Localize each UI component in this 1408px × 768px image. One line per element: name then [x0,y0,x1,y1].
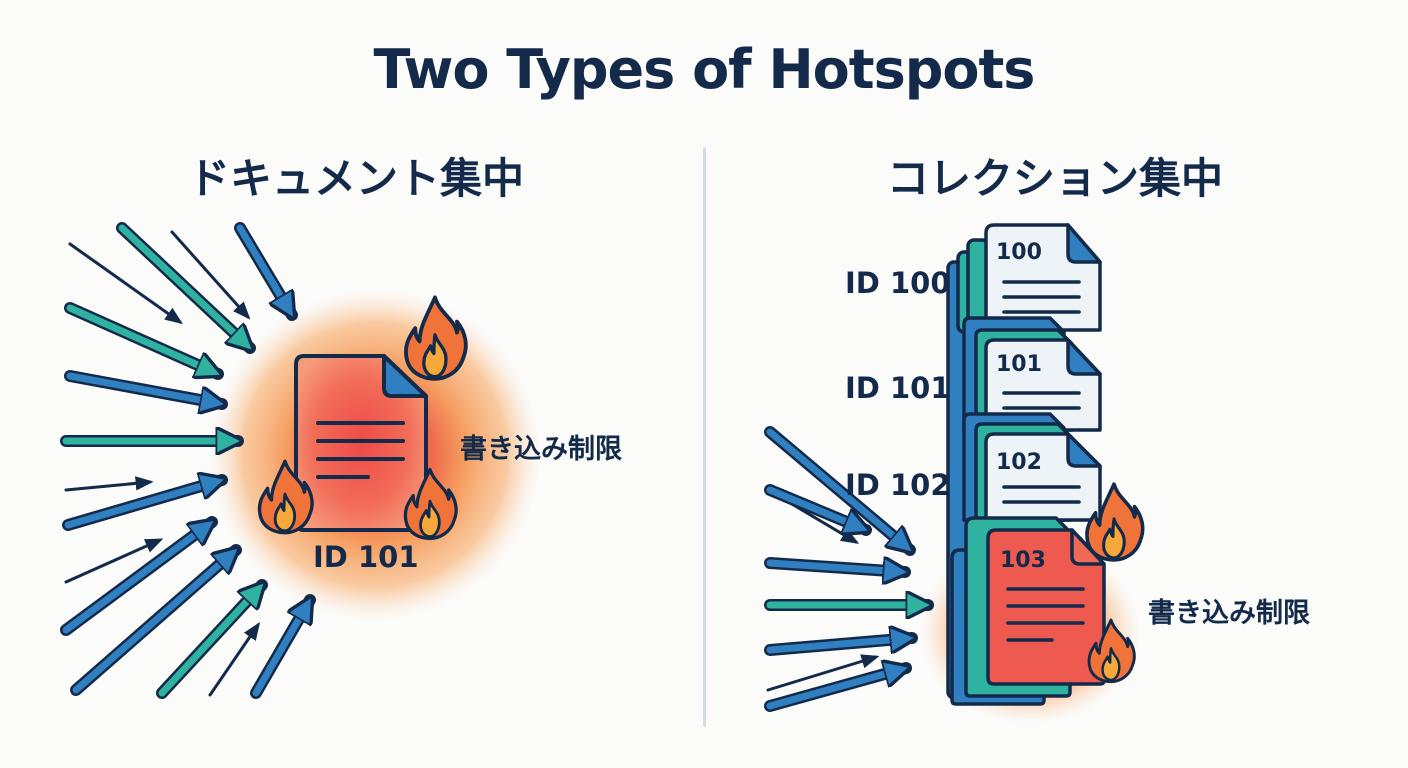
panel-divider [703,147,706,727]
document-101-icon [962,316,1102,432]
left-arrows [60,222,316,699]
right-write-limit-label: 書き込み制限 [1148,598,1310,629]
right-panel-heading: コレクション集中 [886,154,1223,203]
right-arrows [764,426,934,712]
page-title: Two Types of Hotspots [373,38,1036,101]
doc-number-100: 100 [996,240,1042,265]
document-100-icon [984,223,1102,332]
collection-stack [946,223,1106,706]
left-document-id-label: ID 101 [313,540,419,574]
doc-number-102: 102 [996,450,1042,475]
id-label-101: ID 101 [845,371,951,405]
id-label-100: ID 100 [845,266,951,300]
id-label-102: ID 102 [845,468,951,502]
document-102-icon [962,412,1102,522]
document-103-hot-icon [950,516,1106,706]
doc-number-103: 103 [1000,548,1046,573]
left-panel-heading: ドキュメント集中 [187,154,524,203]
left-write-limit-label: 書き込み制限 [460,434,622,465]
doc-number-101: 101 [996,352,1042,377]
